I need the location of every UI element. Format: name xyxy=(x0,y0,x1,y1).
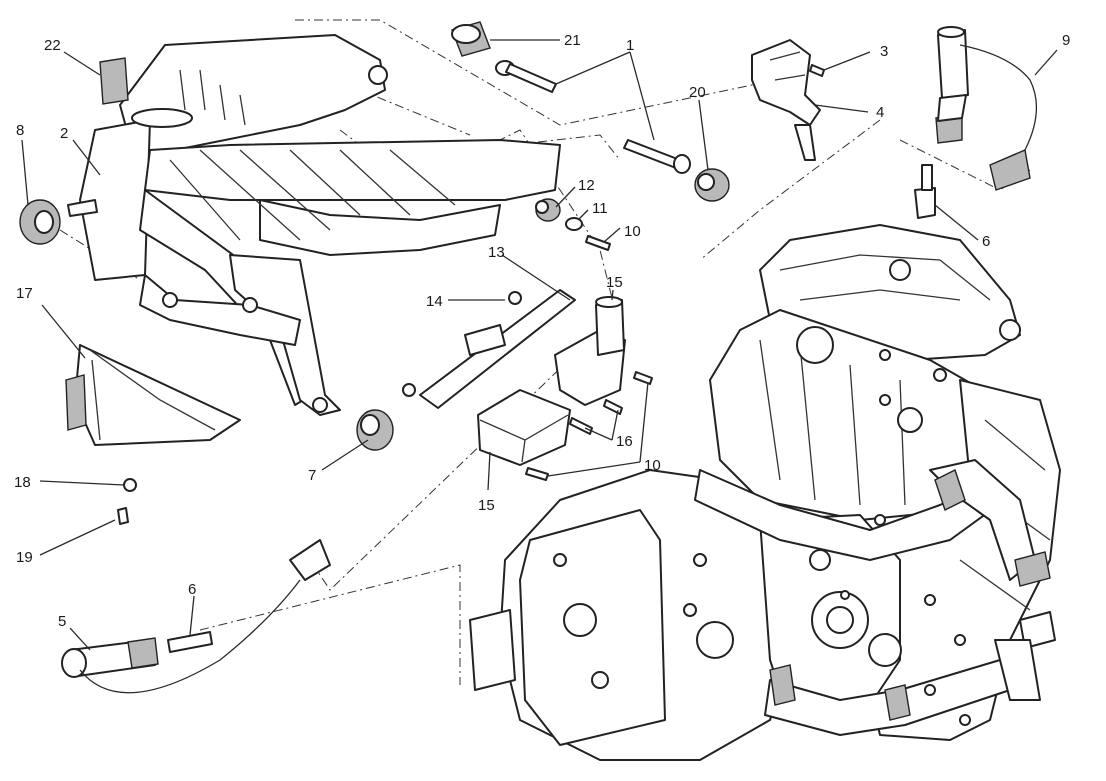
spark-plug-part-6-bottom xyxy=(167,631,213,653)
callout-3: 3 xyxy=(880,43,888,60)
callout-13: 13 xyxy=(488,244,505,261)
callout-2: 2 xyxy=(60,125,68,142)
bracket-part-4 xyxy=(751,39,821,161)
callout-12: 12 xyxy=(578,177,595,194)
callout-9: 9 xyxy=(1062,32,1070,49)
frame xyxy=(67,34,561,416)
callout-8: 8 xyxy=(16,122,24,139)
screw-part-10-lower xyxy=(525,371,653,481)
callout-21: 21 xyxy=(564,32,581,49)
plate-part-13 xyxy=(419,289,576,409)
screw-part-10 xyxy=(585,235,611,251)
bush-part-8 xyxy=(19,199,61,245)
callout-labels: 1 2 3 4 5 6 6 7 8 9 10 10 11 12 13 14 15… xyxy=(14,32,1070,630)
callout-17: 17 xyxy=(16,285,33,302)
bush-part-7 xyxy=(356,409,394,451)
spark-plug-part-6-top xyxy=(914,164,936,219)
sticker-part-22 xyxy=(99,57,129,105)
heat-shield-part-17 xyxy=(65,344,241,446)
callout-5: 5 xyxy=(58,613,66,630)
leader-lines xyxy=(21,39,1058,651)
callout-7: 7 xyxy=(308,467,316,484)
screw-part-3 xyxy=(809,64,825,77)
callout-16: 16 xyxy=(616,433,633,450)
screw-part-19 xyxy=(117,507,129,525)
callout-15-upper: 15 xyxy=(606,274,623,291)
spark-plug-cap-part-5 xyxy=(61,539,331,694)
callout-20: 20 xyxy=(689,84,706,101)
nut-part-18 xyxy=(123,478,137,492)
callout-19: 19 xyxy=(16,549,33,566)
bush-part-12 xyxy=(535,198,561,222)
bush-part-20 xyxy=(694,168,730,202)
washer-part-11 xyxy=(565,217,583,231)
screw-part-1-top xyxy=(495,60,557,93)
callout-22: 22 xyxy=(44,37,61,54)
screw-part-1-middle xyxy=(623,139,691,174)
coil-part-15-upper xyxy=(554,296,626,406)
ecu-part-15-lower xyxy=(464,324,571,466)
callout-4: 4 xyxy=(876,104,884,121)
callout-1: 1 xyxy=(626,37,634,54)
callout-14: 14 xyxy=(426,293,443,310)
spark-plug-cap-part-9 xyxy=(935,26,1038,191)
callout-6-bottom: 6 xyxy=(188,581,196,598)
callout-15-lower: 15 xyxy=(478,497,495,514)
callout-10-top: 10 xyxy=(624,223,641,240)
engine-assembly xyxy=(469,224,1061,761)
callout-18: 18 xyxy=(14,474,31,491)
callout-10-bottom: 10 xyxy=(644,457,661,474)
plug-part-21 xyxy=(451,21,491,57)
nut-part-14 xyxy=(402,291,522,397)
callout-6-top: 6 xyxy=(982,233,990,250)
callout-11: 11 xyxy=(592,200,608,217)
